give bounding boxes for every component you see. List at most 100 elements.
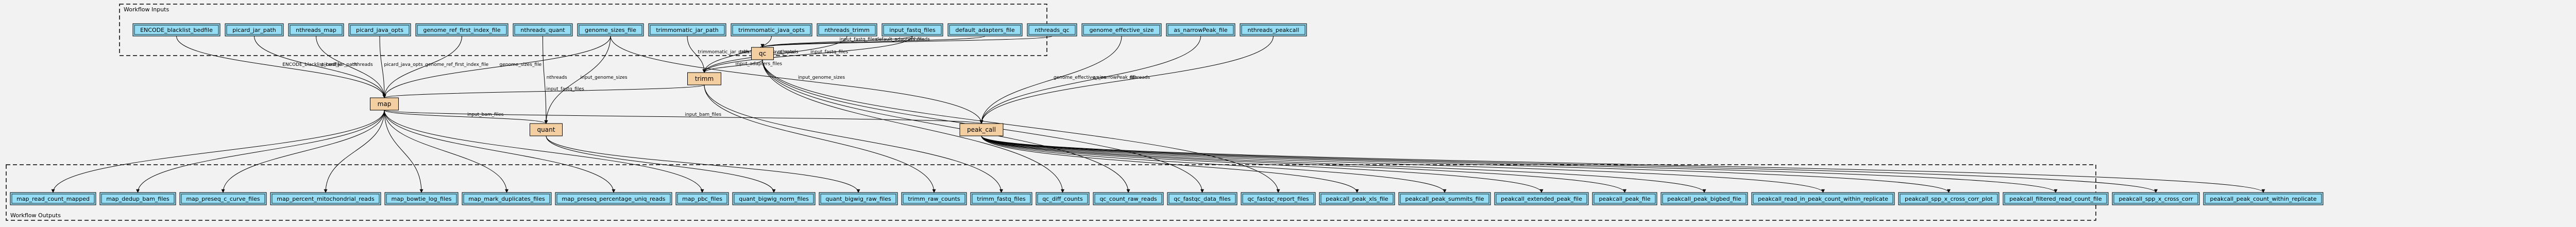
input-node-inner-box — [949, 25, 1021, 35]
output-node-box — [1398, 192, 1491, 205]
output-node-box — [819, 192, 898, 205]
output-node-peakcall-spp-x-cross-corr[interactable]: peakcall_spp_x_cross_corr — [2112, 192, 2200, 205]
output-node-inner-box — [101, 194, 175, 204]
output-node-trimm-fastq-files[interactable]: trimm_fastq_files — [970, 192, 1032, 205]
output-node-qc-fastqc-report-files[interactable]: qc_fastqc_report_files — [1241, 192, 1316, 205]
output-node-qc-fastqc-data-files[interactable]: qc_fastqc_data_files — [1167, 192, 1238, 205]
input-node-input-fastq-files[interactable]: input_fastq_files — [882, 23, 943, 37]
output-node-box — [270, 192, 381, 205]
step-node-map[interactable]: map — [370, 97, 399, 111]
edge-picard-jar-path-to-map — [254, 36, 386, 98]
output-node-label: peakcall_filtered_read_count_file — [2009, 196, 2102, 202]
edge-map-to-peak-call — [384, 110, 983, 124]
output-node-inner-box — [903, 194, 965, 204]
input-node-box — [1240, 23, 1307, 37]
input-node-nthreads-qc[interactable]: nthreads_qc — [1027, 23, 1077, 37]
output-node-peakcall-read-in-peak-count-within-replicate[interactable]: peakcall_read_in_peak_count_within_repli… — [1751, 192, 1895, 205]
output-node-peakcall-peak-count-within-replicate[interactable]: peakcall_peak_count_within_replicate — [2203, 192, 2324, 205]
output-node-box — [2003, 192, 2109, 205]
step-node-peak-call[interactable]: peak_call — [959, 123, 1004, 136]
output-node-trimm-raw-counts[interactable]: trimm_raw_counts — [901, 192, 967, 205]
output-node-box — [384, 192, 459, 205]
edge-peak-call-to-peakcall-extended-peak-file — [981, 135, 1544, 193]
input-node-genome-sizes-file[interactable]: genome_sizes_file — [577, 23, 644, 37]
edge-peak-call-to-peakcall-spp-x-cross-corr-plot — [981, 135, 1951, 193]
edge-label: trimmomatic_jar_path — [698, 50, 749, 55]
output-node-inner-box — [556, 194, 671, 204]
edge-label: input_bam_files — [467, 112, 504, 117]
input-node-picard-jar-path[interactable]: picard_jar_path — [225, 23, 284, 37]
output-node-qc-diff-counts[interactable]: qc_diff_counts — [1036, 192, 1090, 205]
input-node-encode-blacklist-bedfile[interactable]: ENCODE_blacklist_bedfile — [132, 23, 221, 37]
output-node-label: map_bowtie_log_files — [391, 196, 451, 202]
inputs-cluster-label: Workflow Inputs — [124, 6, 169, 13]
output-node-box — [901, 192, 967, 205]
input-node-trimmomatic-java-opts[interactable]: trimmomatic_java_opts — [731, 23, 812, 37]
input-node-inner-box — [514, 25, 571, 35]
output-node-peakcall-filtered-read-count-file[interactable]: peakcall_filtered_read_count_file — [2003, 192, 2109, 205]
output-node-peakcall-spp-x-cross-corr-plot[interactable]: peakcall_spp_x_cross_corr_plot — [1898, 192, 1999, 205]
output-node-map-mark-duplicates-files[interactable]: map_mark_duplicates_files — [462, 192, 552, 205]
edge-label: nthreads — [909, 37, 930, 42]
input-node-nthreads-map[interactable]: nthreads_map — [288, 23, 344, 37]
output-node-map-preseq-c-curve-files[interactable]: map_preseq_c_curve_files — [179, 192, 267, 205]
output-node-inner-box — [2004, 194, 2107, 204]
output-node-map-read-count-mapped[interactable]: map_read_count_mapped — [10, 192, 96, 205]
step-node-box — [370, 97, 399, 111]
step-node-qc[interactable]: qc — [751, 47, 774, 60]
edge-label: default_adapters_file — [876, 37, 925, 42]
input-node-box — [225, 23, 284, 37]
edge-map-to-map-pbc-files — [384, 110, 704, 193]
input-node-genome-effective-size[interactable]: genome_effective_size — [1081, 23, 1162, 37]
output-node-map-pbc-files[interactable]: map_pbc_files — [675, 192, 729, 205]
input-node-default-adapters-file[interactable]: default_adapters_file — [947, 23, 1023, 37]
output-node-map-bowtie-log-files[interactable]: map_bowtie_log_files — [384, 192, 459, 205]
edge-label: nthreads — [547, 75, 567, 80]
step-node-quant[interactable]: quant — [530, 123, 563, 136]
output-node-qc-count-raw-reads[interactable]: qc_count_raw_reads — [1093, 192, 1164, 205]
output-node-inner-box — [972, 194, 1031, 204]
edge-label: input_fastq_files — [810, 50, 848, 55]
edge-peak-call-to-peakcall-peak-summits-file — [981, 135, 1447, 193]
step-node-box — [530, 123, 563, 136]
input-node-nthreads-peakcall[interactable]: nthreads_peakcall — [1240, 23, 1307, 37]
input-node-label: picard_java_opts — [356, 27, 403, 33]
input-node-picard-java-opts[interactable]: picard_java_opts — [348, 23, 411, 37]
output-node-peakcall-peak-bigbed-file[interactable]: peakcall_peak_bigbed_file — [1660, 192, 1748, 205]
edge-label: input_genome_sizes — [581, 75, 628, 80]
edge-genome-sizes-file-to-quant — [544, 36, 611, 124]
input-node-genome-ref-first-index-file[interactable]: genome_ref_first_index_file — [415, 23, 509, 37]
output-node-quant-bigwig-norm-files[interactable]: quant_bigwig_norm_files — [732, 192, 816, 205]
output-node-map-dedup-bam-files[interactable]: map_dedup_bam_files — [99, 192, 176, 205]
output-node-inner-box — [1094, 194, 1162, 204]
edge-quant-to-quant-bigwig-norm-files — [546, 135, 776, 193]
input-node-as-narrowpeak-file[interactable]: as_narrowPeak_file — [1166, 23, 1235, 37]
output-node-label: peakcall_peak_count_within_replicate — [2210, 196, 2316, 202]
output-node-box — [1751, 192, 1895, 205]
output-node-inner-box — [1242, 194, 1314, 204]
output-node-box — [10, 192, 96, 205]
output-node-label: peakcall_extended_peak_file — [1501, 196, 1582, 202]
edge-peak-call-to-peakcall-peak-bigbed-file — [981, 135, 1706, 193]
input-node-nthreads-trimm[interactable]: nthreads_trimm — [817, 23, 877, 37]
output-node-map-preseq-percentage-uniq-reads[interactable]: map_preseq_percentage_uniq_reads — [555, 192, 672, 205]
input-node-label: genome_effective_size — [1089, 27, 1154, 33]
output-node-box — [1660, 192, 1748, 205]
input-node-label: genome_ref_first_index_file — [423, 27, 500, 33]
output-node-quant-bigwig-raw-files[interactable]: quant_bigwig_raw_files — [819, 192, 898, 205]
step-node-label: qc — [759, 50, 766, 57]
output-node-peakcall-peak-xls-file[interactable]: peakcall_peak_xls_file — [1319, 192, 1395, 205]
output-node-map-percent-mitochondrial-reads[interactable]: map_percent_mitochondrial_reads — [270, 192, 381, 205]
input-node-nthreads-quant[interactable]: nthreads_quant — [513, 23, 573, 37]
output-node-peakcall-extended-peak-file[interactable]: peakcall_extended_peak_file — [1494, 192, 1589, 205]
input-node-trimmomatic-jar-path[interactable]: trimmomatic_jar_path — [648, 23, 726, 37]
output-node-peakcall-peak-file[interactable]: peakcall_peak_file — [1592, 192, 1657, 205]
output-node-inner-box — [1753, 194, 1893, 204]
edge-label: ENCODE_blacklist_bedfile — [282, 62, 342, 67]
input-node-inner-box — [650, 25, 725, 35]
input-node-box — [731, 23, 812, 37]
step-node-trimm[interactable]: trimm — [687, 72, 721, 85]
output-node-peakcall-peak-summits-file[interactable]: peakcall_peak_summits_file — [1398, 192, 1491, 205]
edge-label: genome_sizes_file — [500, 62, 542, 67]
output-node-label: map_read_count_mapped — [16, 196, 90, 202]
